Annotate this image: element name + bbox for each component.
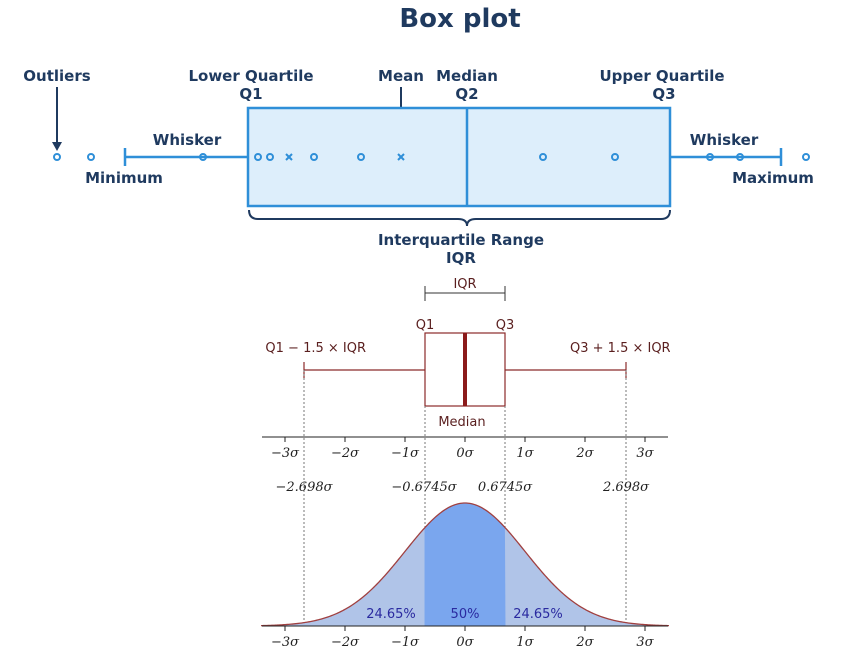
q2-label: Q2 — [455, 85, 478, 103]
data-point — [310, 153, 318, 161]
axis-tick-label: −3σ — [271, 635, 300, 650]
axis-tick-label: 2σ — [575, 635, 594, 650]
data-point — [254, 153, 262, 161]
axis-tick-label: 3σ — [636, 446, 654, 461]
data-point — [539, 153, 547, 161]
iqr-brace — [248, 209, 671, 227]
mean-label: Mean — [378, 67, 424, 85]
q3-label: Q3 — [652, 85, 675, 103]
axis-tick-label: −1σ — [391, 446, 420, 461]
axis-tick-label: 3σ — [636, 635, 654, 650]
outliers-label: Outliers — [23, 67, 90, 85]
density-curve — [260, 502, 670, 627]
axis-tick-label: −3σ — [271, 446, 300, 461]
q1-label: Q1 — [416, 318, 435, 333]
axis-tick-label: −2σ — [331, 446, 360, 461]
maximum-label: Maximum — [732, 169, 814, 187]
data-points — [53, 153, 810, 161]
lower-fence-label: Q1 − 1.5 × IQR — [265, 341, 366, 356]
outlier-point — [53, 153, 61, 161]
quantile-label: −0.6745σ — [391, 480, 457, 495]
diagram-title: Box plot — [399, 4, 520, 34]
center-percent: 50% — [451, 607, 480, 622]
upper-quartile-label: Upper Quartile — [599, 67, 724, 85]
data-point — [199, 153, 207, 161]
data-point — [736, 153, 744, 161]
axis-tick-label: −2σ — [331, 635, 360, 650]
middle-axis-ticks: −3σ −2σ −1σ 0σ 1σ 2σ 3σ — [271, 437, 655, 461]
normal-distribution-boxplot-diagram: IQR Q1 Q3 Q1 − 1.5 × IQR Q3 + 1.5 × IQR … — [260, 277, 671, 650]
median-label: Median — [436, 67, 498, 85]
cross-marker — [285, 153, 293, 161]
outlier-point — [802, 153, 810, 161]
iqr-area — [424, 503, 506, 626]
data-point — [266, 153, 274, 161]
quantile-label: 0.6745σ — [478, 480, 533, 495]
axis-tick-label: 1σ — [516, 446, 534, 461]
axis-tick-label: 1σ — [516, 635, 534, 650]
q3-label: Q3 — [496, 318, 515, 333]
upper-fence-label: Q3 + 1.5 × IQR — [570, 341, 671, 356]
q1-label: Q1 — [239, 85, 262, 103]
box-plot-anatomy-diagram: Box plot Outliers Lower Quartile Q1 Mean… — [23, 4, 814, 267]
quantile-label: −2.698σ — [276, 480, 334, 495]
cross-markers — [285, 153, 405, 161]
axis-tick-label: 0σ — [456, 446, 474, 461]
data-point — [611, 153, 619, 161]
left-whisker-label: Whisker — [153, 131, 222, 149]
iqr-bracket — [424, 286, 506, 301]
axis-tick-label: 2σ — [575, 446, 594, 461]
bottom-axis-ticks: −3σ −2σ −1σ 0σ 1σ 2σ 3σ — [271, 626, 655, 650]
mean-marker — [397, 153, 405, 161]
iqr-range-label: Interquartile Range — [378, 231, 544, 249]
right-whisker-label: Whisker — [690, 131, 759, 149]
minimum-label: Minimum — [85, 169, 163, 187]
iqr-bracket-label: IQR — [453, 277, 476, 292]
outliers-arrow — [52, 87, 62, 151]
quantile-guides — [303, 370, 627, 625]
data-point — [706, 153, 714, 161]
data-point — [357, 153, 365, 161]
quantile-label: 2.698σ — [602, 480, 650, 495]
median-label: Median — [438, 415, 485, 430]
axis-tick-label: 0σ — [456, 635, 474, 650]
right-tail-percent: 24.65% — [513, 607, 563, 622]
axis-tick-label: −1σ — [391, 635, 420, 650]
left-tail-percent: 24.65% — [366, 607, 416, 622]
outlier-point — [87, 153, 95, 161]
iqr-box — [246, 106, 672, 208]
iqr-label: IQR — [446, 249, 476, 267]
lower-quartile-label: Lower Quartile — [188, 67, 313, 85]
